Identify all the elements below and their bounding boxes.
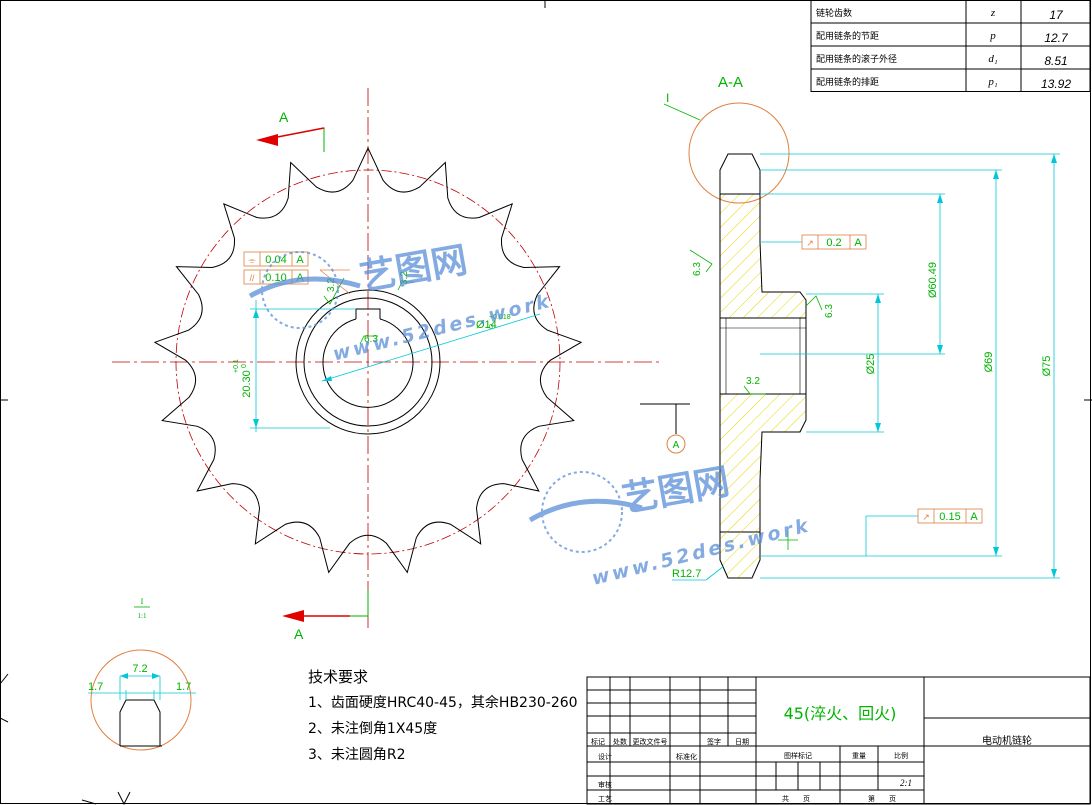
section-upper-half: [719, 193, 807, 319]
tolerance-value: 0.2: [826, 237, 841, 249]
hub-inner-circle: [303, 297, 433, 427]
tolerance-symbol: //: [249, 273, 255, 283]
parameter-table: 链轮齿数 z 17 配用链条的节距 p 12.7 配用链条的滚子外径 d₁ 8.51 配用链条的排…: [810, 0, 1091, 92]
d75-dim: Ø75: [1041, 356, 1053, 377]
bore-dim: Ø14: [476, 319, 497, 331]
section-label-bottom: A: [294, 626, 304, 642]
section-view: A-A I A: [640, 74, 807, 579]
svg-text:艺图网: 艺图网: [357, 240, 470, 299]
notes-title: 技术要求: [308, 668, 369, 686]
svg-text:6.3: 6.3: [364, 334, 378, 345]
pitch-circle: [175, 169, 561, 555]
svg-text:+0.018: +0.018: [489, 314, 511, 321]
section-arrows: A A: [256, 109, 369, 642]
stage-header: 比例: [894, 751, 908, 760]
scale-value: 2:1: [900, 778, 912, 788]
part-name: 电动机链轮: [982, 734, 1032, 747]
tolerance-symbol: ↗: [922, 512, 930, 522]
watermark-middle: 艺图网 www.52des.work: [528, 461, 813, 590]
stage-header: 图样标记: [784, 751, 812, 760]
title-block: 标记处数更改文件号签字日期 图样标记重量比例 设计 标准化 审核 工艺 共 页 …: [586, 676, 1091, 805]
tolerance-value: 0.04: [265, 254, 286, 266]
svg-text:标准化: 标准化: [676, 752, 697, 761]
d60-dim: Ø60.49: [927, 262, 939, 298]
svg-text:1:1: 1:1: [138, 612, 147, 620]
svg-text:www.52des.work: www.52des.work: [331, 290, 554, 366]
param-symbol: d₁: [988, 53, 998, 65]
sprocket-front-view: [112, 88, 660, 632]
title-block-header: 日期: [735, 738, 749, 746]
title-block-header: 处数: [613, 737, 627, 746]
param-symbol: p: [989, 30, 996, 42]
svg-text:0: 0: [489, 324, 493, 331]
param-value: 12.7: [1044, 31, 1069, 45]
svg-text:1.7: 1.7: [176, 681, 191, 693]
tolerance-datum: A: [296, 254, 304, 266]
svg-text:审核: 审核: [598, 780, 612, 789]
svg-text:3.2: 3.2: [326, 278, 337, 292]
svg-text:艺图网: 艺图网: [619, 461, 732, 520]
bore-with-keyway: [355, 308, 381, 319]
material: 45(淬火、回火): [784, 704, 897, 723]
hub-outer-circle: [295, 289, 441, 435]
stage-header: 重量: [852, 752, 866, 760]
title-block-header: 更改文件号: [633, 737, 668, 746]
tolerance-symbol: ↗: [806, 238, 814, 248]
tolerance-datum: A: [854, 237, 862, 249]
svg-text:I: I: [666, 91, 669, 105]
svg-text:共 页: 共 页: [782, 794, 810, 803]
tolerance-value: 0.15: [939, 511, 960, 523]
detail-circle-i: [90, 649, 192, 751]
svg-text:3.2: 3.2: [746, 376, 760, 387]
svg-text:设计: 设计: [598, 752, 612, 761]
param-symbol: p₁: [987, 76, 998, 88]
svg-text:A: A: [673, 440, 680, 451]
key-width-dim: 7.2: [132, 663, 147, 675]
section-label-top: A: [279, 109, 289, 125]
svg-text:6.3: 6.3: [692, 262, 703, 276]
technical-notes: 技术要求 1、齿面硬度HRC40-45，其余HB230-260 2、未注倒角1X…: [308, 664, 578, 768]
title-block-header: 签字: [707, 737, 721, 746]
r127-dim: R12.7: [672, 568, 701, 580]
note-item: 1、齿面硬度HRC40-45，其余HB230-260: [308, 695, 578, 711]
param-value: 17: [1049, 8, 1064, 22]
detail-view: I 1:1 7.2 1.7 1.7: [88, 597, 196, 751]
tolerance-symbol: ⌯: [248, 255, 256, 265]
detail-circle: [688, 102, 790, 204]
param-symbol: z: [990, 7, 996, 19]
svg-text:+0.1: +0.1: [233, 359, 240, 373]
param-value: 13.92: [1041, 77, 1071, 91]
title-block-header: 标记: [591, 737, 605, 746]
param-label: 配用链条的滚子外径: [816, 53, 897, 64]
svg-text:6.3: 6.3: [824, 304, 835, 318]
svg-text:I: I: [141, 597, 144, 606]
svg-text:1.7: 1.7: [88, 681, 103, 693]
sprocket-teeth-outline: [153, 146, 583, 574]
d25-dim: Ø25: [865, 354, 877, 375]
note-item: 2、未注倒角1X45度: [308, 721, 438, 737]
note-item: 3、未注圆角R2: [308, 747, 406, 763]
svg-text:第 页: 第 页: [868, 794, 896, 803]
svg-text:0: 0: [241, 364, 248, 368]
tolerance-datum: A: [970, 511, 978, 523]
svg-text:工艺: 工艺: [598, 795, 612, 803]
param-label: 配用链条的节距: [816, 30, 879, 41]
svg-text:3.2: 3.2: [399, 271, 410, 285]
section-lower-half: [719, 393, 807, 533]
d69-dim: Ø69: [983, 352, 995, 373]
section-title: A-A: [718, 74, 743, 91]
param-value: 8.51: [1044, 54, 1067, 68]
param-label: 配用链条的排距: [816, 76, 879, 87]
key-depth-dim: 20.30: [241, 370, 253, 398]
param-label: 链轮齿数: [816, 7, 852, 18]
